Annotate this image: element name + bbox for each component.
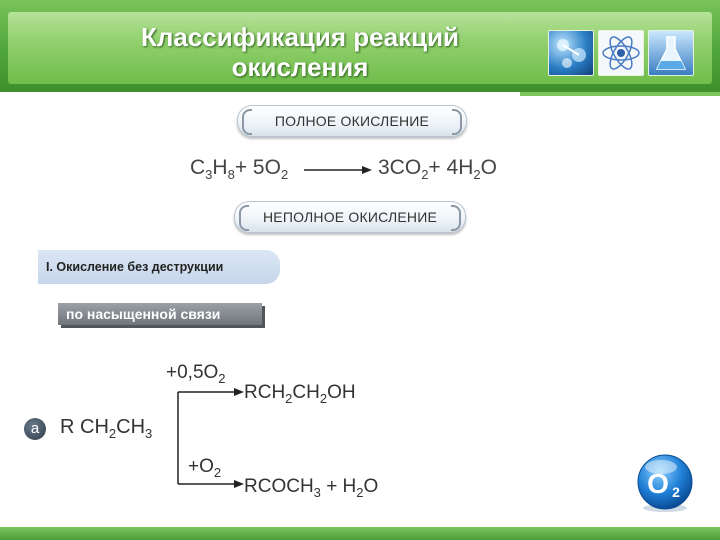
bottom-reagent-sub: 2 [213, 465, 222, 480]
partial-oxidation-label: НЕПОЛНОЕ ОКИСЛЕНИЕ [234, 201, 466, 233]
o2-logo-o: O [647, 468, 669, 499]
top-reagent-text: +0,5O [166, 362, 219, 383]
oxygen-term: + 5O [234, 156, 281, 179]
top-product-a: RCH [244, 382, 286, 403]
full-oxidation-reactants: C3H8+ 5O2 [190, 156, 288, 182]
bottom-reagent-text: +O [188, 456, 214, 477]
partial-oxidation-text: НЕПОЛНОЕ ОКИСЛЕНИЕ [262, 209, 438, 225]
water-term: + 4H [428, 156, 474, 179]
reactant-ch: CH [80, 416, 109, 438]
hydrogen-subscript: 8 [227, 167, 235, 182]
bottom-h-sub: 2 [356, 485, 364, 500]
top-product-sub1: 2 [285, 391, 293, 406]
header-divider [520, 92, 720, 96]
reactant-sub2: 3 [145, 426, 153, 441]
header-inner-panel [8, 12, 712, 84]
co2-subscript: 2 [421, 167, 429, 182]
saturated-bond-tag: по насыщенной связи [58, 303, 262, 325]
carbon-dioxide: 3CO [378, 156, 422, 179]
bottom-o: O [363, 476, 379, 497]
bottom-product-sub: 3 [313, 485, 321, 500]
oxygen-subscript: 2 [280, 167, 289, 182]
title-line-1: Классификация реакций [140, 22, 460, 52]
o2-logo-icon: O 2 [637, 454, 693, 512]
water-oxygen: O [480, 156, 497, 179]
pill-left-cap [242, 109, 252, 135]
flask-icon [655, 36, 687, 70]
atom-icon [602, 36, 640, 70]
carbon-symbol: C [190, 156, 206, 179]
flask-image [648, 30, 694, 76]
bottom-plus-h: + H [326, 476, 357, 497]
bottom-reagent: +O2 [188, 456, 221, 480]
pill-right-cap [452, 109, 462, 135]
title-line-2: окисления [231, 52, 369, 82]
full-oxidation-text: ПОЛНОЕ ОКИСЛЕНИЕ [274, 113, 430, 129]
full-oxidation-label: ПОЛНОЕ ОКИСЛЕНИЕ [237, 105, 467, 137]
molecules-icon [557, 39, 586, 68]
atom-image [598, 30, 644, 76]
molecules-image [548, 30, 594, 76]
top-product-sub2: 2 [319, 391, 328, 406]
water-subscript: 2 [473, 167, 481, 182]
top-reagent-sub: 2 [218, 371, 226, 386]
top-reagent: +0,5O2 [166, 362, 226, 386]
top-product-b: CH [292, 382, 320, 403]
hydrogen-symbol: H [212, 156, 228, 179]
carbon-subscript: 3 [205, 167, 213, 182]
reactant-formula: R CH2CH3 [60, 416, 152, 441]
pill-left-cap [239, 205, 249, 231]
bottom-product-a: RCOCH [244, 476, 314, 497]
section-heading: I. Окисление без деструкции [46, 260, 224, 274]
branch-arrows [177, 388, 244, 488]
section-heading-box: I. Окисление без деструкции [38, 250, 280, 284]
header-thumbnails [548, 30, 696, 76]
reaction-a-badge: а [24, 418, 46, 440]
top-product: RCH2CH2OH [244, 382, 356, 406]
pill-right-cap [451, 205, 461, 231]
bottom-product: RCOCH3 + H2O [244, 476, 378, 500]
reactant-ch3: CH [116, 416, 146, 438]
reactant-r: R [60, 416, 75, 438]
reaction-arrow [304, 166, 372, 174]
reactant-sub1: 2 [108, 426, 117, 441]
o2-logo-sub: 2 [672, 484, 680, 500]
top-product-c: OH [327, 382, 356, 403]
slide-title: Классификация реакций окисления [90, 22, 510, 82]
footer-bar [0, 527, 720, 540]
full-oxidation-products: 3CO2+ 4H2O [378, 156, 497, 182]
